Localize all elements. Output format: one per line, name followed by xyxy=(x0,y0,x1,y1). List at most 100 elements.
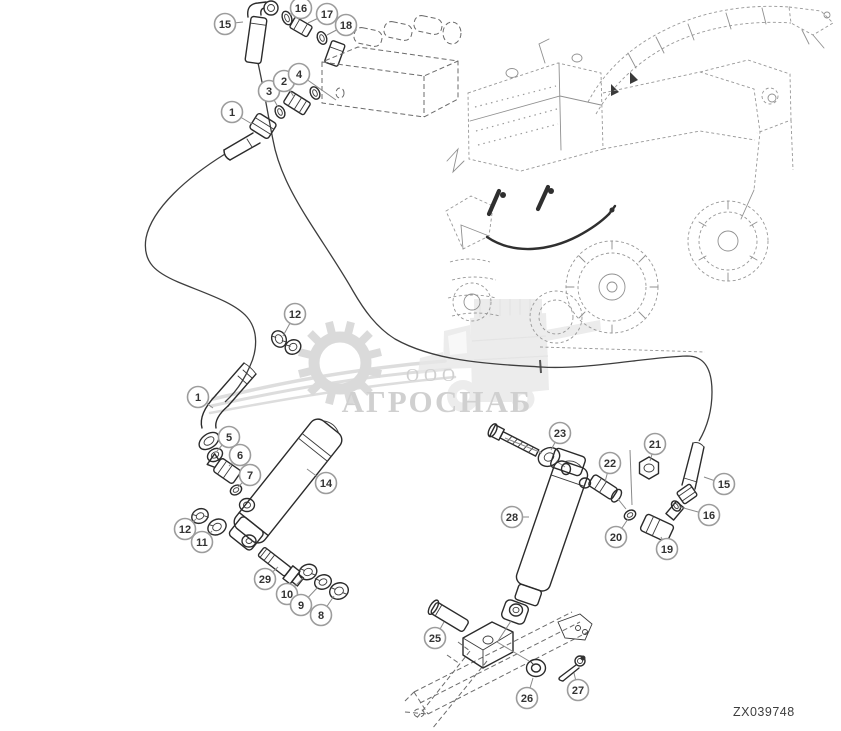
callout-26[interactable]: 26 xyxy=(515,677,539,710)
callout-balloon[interactable] xyxy=(697,503,721,527)
callout-balloon[interactable] xyxy=(598,451,622,475)
callout-9[interactable]: 9 xyxy=(289,586,319,617)
callout-number: 29 xyxy=(259,574,271,586)
callout-1[interactable]: 1 xyxy=(186,385,214,409)
callout-15[interactable]: 15 xyxy=(703,472,736,496)
callout-number: 22 xyxy=(604,458,616,470)
callout-balloon[interactable] xyxy=(712,472,736,496)
callout-23[interactable]: 23 xyxy=(548,421,572,451)
callout-balloon[interactable] xyxy=(213,12,237,36)
callout-29[interactable]: 29 xyxy=(253,566,279,591)
callout-balloon[interactable] xyxy=(253,567,277,591)
part-fitting-29 xyxy=(257,546,305,587)
callout-12[interactable]: 12 xyxy=(173,517,197,541)
hose-15-route xyxy=(257,62,713,442)
callout-number: 19 xyxy=(661,544,673,556)
watermark-swoosh xyxy=(208,375,457,415)
callout-balloon[interactable] xyxy=(228,443,252,467)
callout-balloon[interactable] xyxy=(315,2,339,26)
part-oring-20 xyxy=(623,509,637,521)
callout-balloon[interactable] xyxy=(289,0,313,20)
spout-brace xyxy=(630,72,638,84)
callout-balloon[interactable] xyxy=(309,603,333,627)
watermark: ООО АГРОСНАБ xyxy=(208,299,601,419)
callout-balloon[interactable] xyxy=(283,302,307,326)
callout-balloon[interactable] xyxy=(655,537,679,561)
callout-number: 8 xyxy=(318,610,324,622)
callout-22[interactable]: 22 xyxy=(598,451,622,483)
callout-balloon[interactable] xyxy=(604,525,628,549)
callout-6[interactable]: 6 xyxy=(228,443,252,467)
callout-balloon[interactable] xyxy=(423,626,447,650)
callout-balloon[interactable] xyxy=(190,530,214,554)
wheel-sketch xyxy=(538,299,574,335)
callout-number: 9 xyxy=(298,600,304,612)
part-oring-4 xyxy=(309,86,321,100)
callout-number: 1 xyxy=(195,392,201,404)
callout-balloon[interactable] xyxy=(289,593,313,617)
callout-number: 27 xyxy=(572,685,584,697)
callout-number: 18 xyxy=(340,20,352,32)
callout-number: 10 xyxy=(281,589,293,601)
callout-balloon[interactable] xyxy=(314,471,338,495)
callout-18[interactable]: 18 xyxy=(326,13,358,37)
callout-20[interactable]: 20 xyxy=(604,518,629,549)
part-pin-25 xyxy=(427,599,469,632)
watermark-ooo-text: ООО xyxy=(406,365,460,385)
callout-number: 16 xyxy=(703,510,715,522)
part-clip-27 xyxy=(558,655,586,682)
callout-27[interactable]: 27 xyxy=(566,672,590,702)
callout-balloon[interactable] xyxy=(566,678,590,702)
callout-balloon[interactable] xyxy=(515,686,539,710)
callout-8[interactable]: 8 xyxy=(309,595,335,627)
callout-balloon[interactable] xyxy=(217,425,241,449)
drawing-code: ZX039748 xyxy=(733,705,795,719)
callout-number: 15 xyxy=(219,19,231,31)
rod-to-bracket-line xyxy=(497,620,512,642)
part-cap-8 xyxy=(328,582,350,600)
callout-25[interactable]: 25 xyxy=(423,621,447,650)
callout-16[interactable]: 16 xyxy=(679,503,721,527)
part-oring-7 xyxy=(229,484,243,496)
callout-12[interactable]: 12 xyxy=(282,302,307,337)
callout-balloon[interactable] xyxy=(643,432,667,456)
callout-5[interactable]: 5 xyxy=(216,425,241,452)
part-washer-9 xyxy=(313,574,333,590)
callout-balloon[interactable] xyxy=(500,505,524,529)
callout-7[interactable]: 7 xyxy=(237,463,262,488)
callout-balloon[interactable] xyxy=(548,421,572,445)
wheel-sketch xyxy=(529,290,583,344)
part-washer-11 xyxy=(207,518,227,536)
callout-balloon[interactable] xyxy=(186,385,210,409)
gear-logo-icon xyxy=(298,321,382,405)
callout-number: 17 xyxy=(321,9,333,21)
callout-21[interactable]: 21 xyxy=(643,432,667,462)
callout-28[interactable]: 28 xyxy=(500,505,530,529)
frame-phantom xyxy=(404,611,593,730)
callout-11[interactable]: 11 xyxy=(190,530,214,554)
callout-4[interactable]: 4 xyxy=(287,62,337,101)
callout-number: 4 xyxy=(296,69,303,81)
callout-1[interactable]: 1 xyxy=(220,100,253,125)
callout-balloon[interactable] xyxy=(287,62,311,86)
callout-16[interactable]: 16 xyxy=(289,0,313,20)
callout-19[interactable]: 19 xyxy=(655,536,679,561)
callout-number: 20 xyxy=(610,532,622,544)
callout-number: 21 xyxy=(649,439,661,451)
valve-block-phantom xyxy=(321,15,462,118)
callout-balloon[interactable] xyxy=(334,13,358,37)
hose-1-route xyxy=(144,153,257,403)
callout-number: 16 xyxy=(295,3,307,15)
callout-balloon[interactable] xyxy=(238,463,262,487)
callout-number: 15 xyxy=(718,479,730,491)
callout-14[interactable]: 14 xyxy=(306,468,338,495)
part-elbow-19 xyxy=(639,500,685,543)
part-bolt-23 xyxy=(487,423,540,457)
callout-number: 2 xyxy=(281,76,287,88)
callout-balloon[interactable] xyxy=(220,100,244,124)
callout-15[interactable]: 15 xyxy=(213,12,244,36)
callout-17[interactable]: 17 xyxy=(307,2,339,26)
callout-balloon[interactable] xyxy=(173,517,197,541)
callout-number: 3 xyxy=(266,86,272,98)
